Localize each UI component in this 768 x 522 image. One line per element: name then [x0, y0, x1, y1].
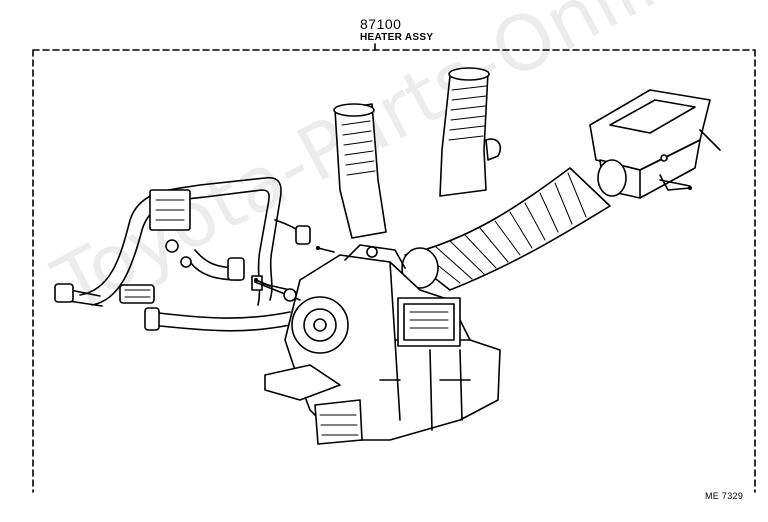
fasteners — [254, 174, 692, 287]
defroster-duct-right — [439, 67, 502, 197]
blower-flex-duct — [401, 167, 611, 291]
heater-unit-body — [254, 244, 501, 445]
part-name-label: HEATER ASSY — [360, 32, 434, 43]
assembly-bracket-frame — [32, 43, 756, 493]
air-inlet-box — [589, 89, 721, 199]
heater-water-pipes — [54, 176, 311, 332]
defroster-duct-left — [333, 103, 387, 239]
figure-code-label: ME 7329 — [705, 491, 744, 501]
part-number-label: 87100 — [360, 16, 402, 32]
